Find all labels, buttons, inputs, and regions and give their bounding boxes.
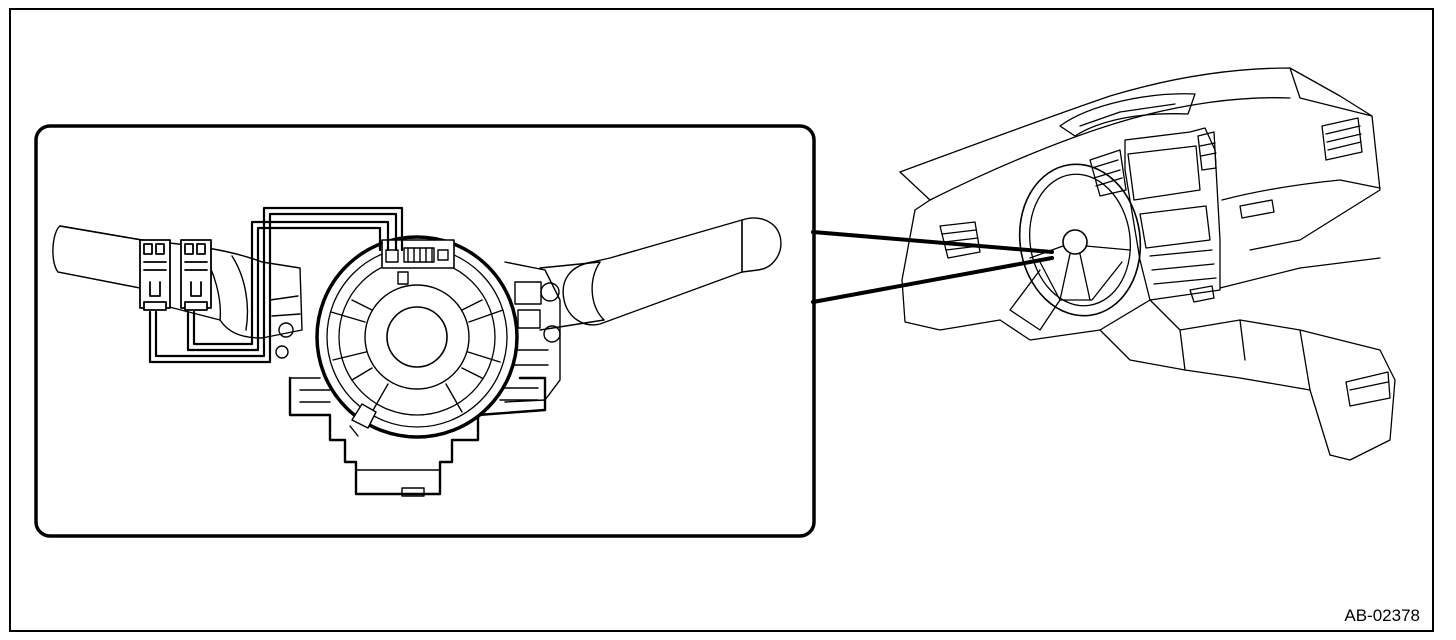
lower-housing	[288, 376, 547, 497]
left-mechanism	[269, 295, 301, 359]
leader-line-lower	[811, 256, 1054, 304]
connector-left	[139, 239, 171, 311]
left-lever	[52, 225, 303, 339]
leader-line-upper	[811, 230, 1054, 254]
connector-right	[180, 239, 212, 311]
figure-reference-code: AB-02378	[1344, 606, 1420, 625]
detail-inset-box	[34, 124, 816, 538]
combination-switch-assembly	[52, 217, 782, 497]
right-lever	[539, 217, 782, 331]
dashboard-illustration	[899, 67, 1396, 461]
leader-lines	[811, 230, 1054, 304]
wire-harness	[148, 206, 404, 364]
figure-frame	[9, 8, 1434, 632]
clock-spring	[315, 235, 519, 439]
